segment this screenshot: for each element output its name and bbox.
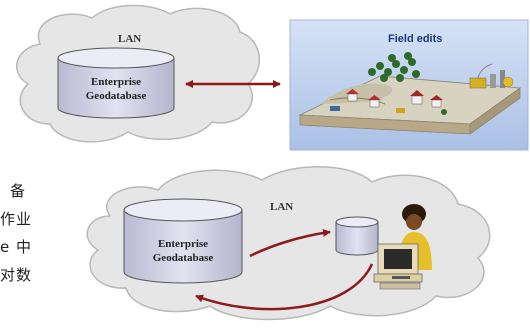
side-text-line-2: 作业 [0, 210, 33, 228]
checkin-arrow [195, 263, 374, 311]
enterprise-geodatabase-bottom: Enterprise Geodatabase [123, 198, 243, 284]
field-editor-person-icon [373, 204, 432, 290]
field-edits-title: Field edits [388, 33, 442, 45]
local-database [335, 216, 379, 256]
terrain-illustration [298, 52, 522, 135]
side-text-line-4: 对数 [0, 266, 33, 284]
geodatabase-label-line1: Enterprise [91, 76, 141, 88]
geodatabase-label-line2: Geodatabase [153, 252, 214, 264]
lan-label-bottom: LAN [270, 201, 293, 213]
geodatabase-label-line1: Enterprise [158, 238, 208, 250]
lan-label-top: LAN [118, 33, 141, 45]
geodatabase-label-line2: Geodatabase [86, 90, 147, 102]
checkout-arrow [249, 228, 331, 258]
enterprise-geodatabase-top: Enterprise Geodatabase [57, 47, 175, 119]
side-text-line-1: 备 [10, 182, 27, 200]
side-text-line-3: e 中 [0, 238, 32, 256]
field-edits-panel: Field edits [289, 19, 529, 151]
